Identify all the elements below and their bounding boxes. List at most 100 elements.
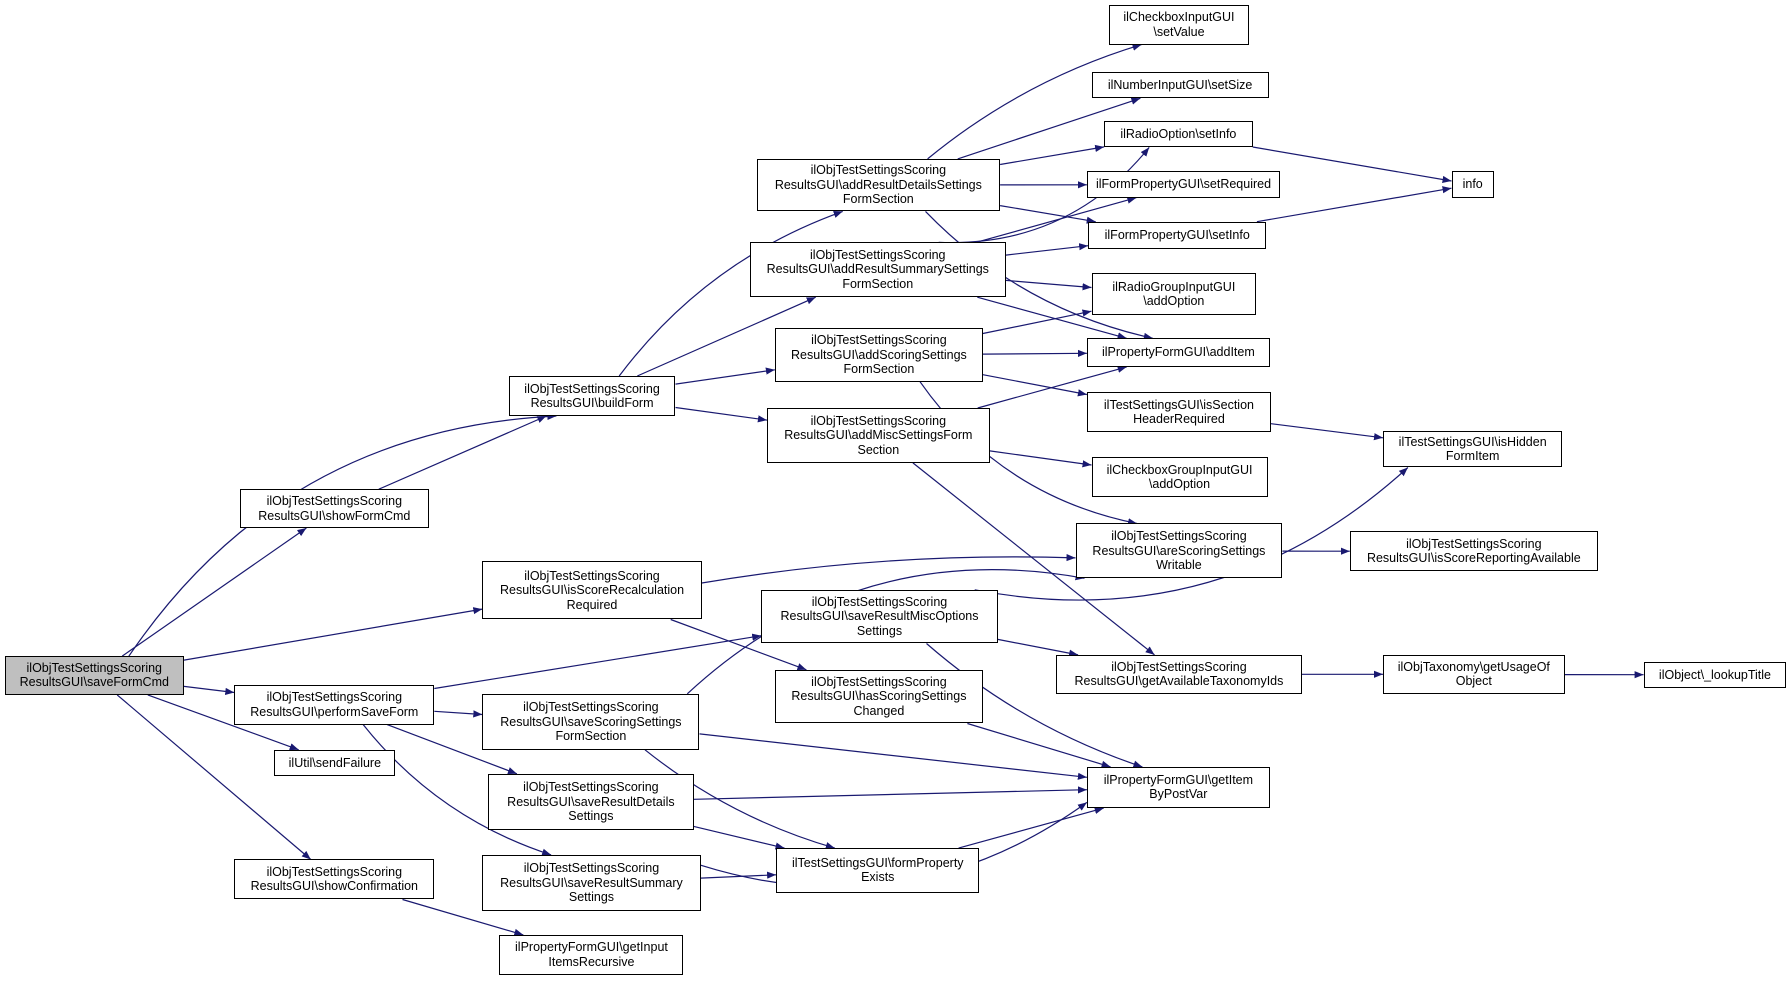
node-label-line: FormSection xyxy=(842,276,914,291)
node-label-line: ilObjTestSettingsScoring xyxy=(523,861,660,876)
node-label-line: ilObjTestSettingsScoring xyxy=(810,413,947,428)
node-label-line: ilObjTestSettingsScoring xyxy=(266,494,403,509)
edge-performSaveForm-to-saveResultSummary xyxy=(362,724,552,856)
node-label-line: ilObjTestSettingsScoring xyxy=(811,594,948,609)
edge-showConfirmation-to-getInputItems xyxy=(402,898,524,936)
node-label-line: ilFormPropertyGUI\setInfo xyxy=(1104,228,1250,243)
node-label-line: ilRadioGroupInputGUI xyxy=(1112,279,1236,294)
node-label-line: Settings xyxy=(856,623,903,638)
node-number-set-size[interactable]: ilNumberInputGUI\setSize xyxy=(1091,72,1269,99)
node-checkbox-group-add-option[interactable]: ilCheckboxGroupInputGUI\addOption xyxy=(1091,457,1268,498)
edge-saveResultSummary-to-formPropertyExists xyxy=(700,871,777,879)
edge-addScoring-to-addItem xyxy=(982,349,1087,357)
edge-saveResultDetails-to-getItemByPostVar xyxy=(693,786,1087,800)
node-label-line: Exists xyxy=(861,870,895,885)
node-info[interactable]: info xyxy=(1451,171,1494,198)
node-label-line: Section xyxy=(857,442,900,457)
node-label-line: info xyxy=(1462,177,1483,192)
node-label-line: Settings xyxy=(568,809,614,824)
edge-saveScoring-to-areScoringWritable xyxy=(686,569,1085,695)
node-label-line: ilTestSettingsGUI\isHidden xyxy=(1398,434,1547,449)
node-label-line: ResultsGUI\showConfirmation xyxy=(250,879,419,894)
edge-addResultSummary-to-addItem xyxy=(977,296,1127,340)
edge-performSaveForm-to-saveResultDetails xyxy=(386,724,518,775)
node-label-line: ResultsGUI\saveResultDetails xyxy=(507,794,675,809)
node-label-line: ResultsGUI\saveScoringSettings xyxy=(500,714,682,729)
node-set-info[interactable]: ilFormPropertyGUI\setInfo xyxy=(1088,221,1267,250)
node-label-line: ilObjTestSettingsScoring xyxy=(523,780,659,795)
edge-isSectionHeader-to-isHiddenFormItem xyxy=(1270,423,1384,441)
edge-saveFormCmd-to-showConfirmation xyxy=(116,694,312,860)
node-radio-set-info[interactable]: ilRadioOption\setInfo xyxy=(1104,121,1253,148)
node-label-line: ilObjTestSettingsScoring xyxy=(811,674,947,689)
node-label-line: ilObjTestSettingsScoring xyxy=(1111,529,1247,544)
node-label-line: ilObjTaxonomy\getUsageOf xyxy=(1397,659,1550,674)
node-label-line: ilObjTestSettingsScoring xyxy=(811,333,947,348)
node-label-line: ResultsGUI\saveResultMiscOptions xyxy=(780,609,979,624)
node-label-line: ilObjTestSettingsScoring xyxy=(810,247,946,262)
node-send-failure[interactable]: ilUtil\sendFailure xyxy=(274,749,396,777)
node-label-line: ResultsGUI\areScoringSettings xyxy=(1092,543,1266,558)
node-label-line: ResultsGUI\buildForm xyxy=(530,396,654,411)
edge-isScoreRecalc-to-areScoringWritable xyxy=(701,554,1076,584)
edge-saveResultDetails-to-formPropertyExists xyxy=(693,825,785,850)
node-label-line: Changed xyxy=(853,703,905,718)
node-label-line: ResultsGUI\getAvailableTaxonomyIds xyxy=(1074,674,1284,689)
node-label-line: ilObject\_lookupTitle xyxy=(1658,667,1772,682)
node-label-line: ilFormPropertyGUI\setRequired xyxy=(1095,177,1272,192)
edge-addMisc-to-checkboxGroupAddOption xyxy=(989,450,1092,468)
edge-addResultDetails-to-numberSetSize xyxy=(957,97,1141,160)
node-label-line: ilTestSettingsGUI\formProperty xyxy=(791,855,964,870)
edge-buildForm-to-addResultSummary xyxy=(637,296,816,377)
node-set-required[interactable]: ilFormPropertyGUI\setRequired xyxy=(1086,171,1281,198)
node-label-line: ResultsGUI\saveFormCmd xyxy=(19,675,169,690)
node-label-line: ResultsGUI\performSaveForm xyxy=(250,704,419,719)
edge-performSaveForm-to-saveScoring xyxy=(434,710,483,718)
node-label-line: \addOption xyxy=(1148,477,1211,492)
edge-buildForm-to-addScoring xyxy=(675,367,775,385)
node-lookup-title[interactable]: ilObject\_lookupTitle xyxy=(1643,661,1787,689)
node-add-item[interactable]: ilPropertyFormGUI\addItem xyxy=(1086,338,1270,367)
node-checkbox-set-value[interactable]: ilCheckboxInputGUI\setValue xyxy=(1108,4,1250,45)
node-label-line: \setValue xyxy=(1153,24,1205,39)
edge-addResultSummary-to-setInfo xyxy=(1005,243,1089,256)
edge-saveFormCmd-to-isScoreRecalc xyxy=(183,607,483,661)
node-radio-add-option[interactable]: ilRadioGroupInputGUI\addOption xyxy=(1091,273,1257,316)
node-label-line: ilRadioOption\setInfo xyxy=(1120,127,1237,142)
edge-saveFormCmd-to-performSaveForm xyxy=(183,685,235,695)
edge-addResultDetails-to-radioSetInfo xyxy=(999,144,1105,166)
node-label-line: ilUtil\sendFailure xyxy=(288,755,382,770)
edge-saveFormCmd-to-showFormCmd xyxy=(121,527,307,657)
edge-buildForm-to-addMisc xyxy=(675,406,767,423)
node-label-line: ResultsGUI\showFormCmd xyxy=(258,508,411,523)
edge-addScoring-to-isSectionHeader xyxy=(982,374,1088,397)
node-label-line: ResultsGUI\saveResultSummary xyxy=(500,875,683,890)
node-label-line: ResultsGUI\hasScoringSettings xyxy=(791,689,967,704)
edge-isScoreRecalc-to-hasScoringChanged xyxy=(670,618,807,671)
node-label-line: ilObjTestSettingsScoring xyxy=(524,568,660,583)
